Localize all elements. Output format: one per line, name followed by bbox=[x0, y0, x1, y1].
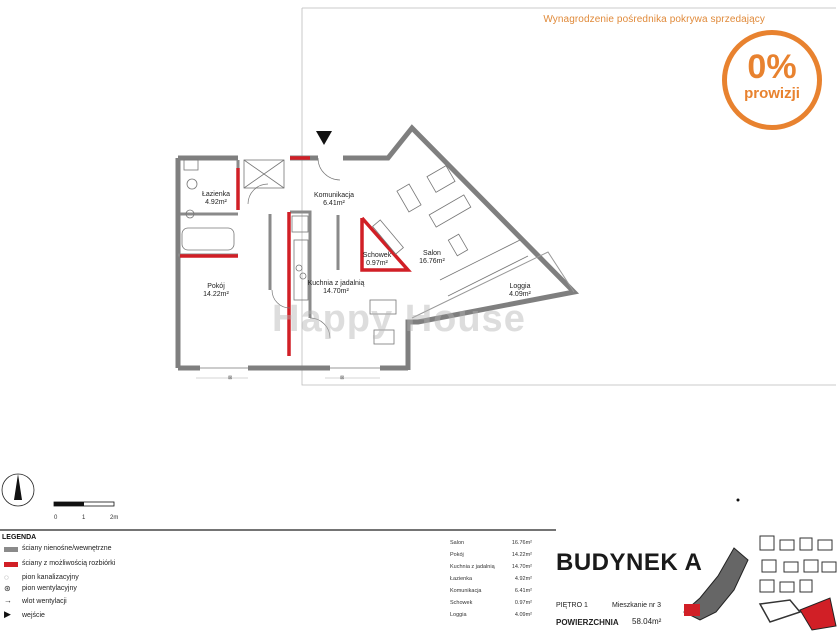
entrance-icon: ▶ bbox=[4, 609, 11, 619]
room-name: Łazienka bbox=[201, 191, 231, 198]
scale-tick-1: 1 bbox=[82, 515, 86, 521]
outer-walls bbox=[175, 124, 580, 371]
watermark: Happy House bbox=[272, 298, 526, 340]
door-swings bbox=[200, 157, 380, 369]
area-name: Łazienka bbox=[450, 576, 473, 582]
legend-item: wejście bbox=[22, 612, 45, 619]
area-name: Salon bbox=[450, 540, 465, 546]
commission-badge: 0% prowizji bbox=[722, 30, 822, 130]
room-hall-label: Komunikacja 6.41m² bbox=[308, 192, 360, 208]
legend-title: LEGENDA bbox=[2, 534, 37, 541]
room-storage-label: Schowek 0.97m² bbox=[362, 252, 392, 268]
badge-value: 0% bbox=[747, 48, 797, 86]
vent-pipe-icon: ⊛ bbox=[4, 584, 11, 593]
area-row: Komunikacja 6.41m² bbox=[450, 588, 532, 600]
area-label: POWIERZCHNIA bbox=[556, 618, 619, 627]
room-bedroom-label: Pokój 14.22m² bbox=[196, 283, 236, 299]
vent-inlet-arrow-icon: → bbox=[4, 596, 12, 605]
entrance-arrow-icon bbox=[316, 131, 332, 145]
area-row: Pokój 14.22m² bbox=[450, 552, 532, 564]
area-table: Salon 16.76m² Pokój 14.22m² Kuchnia z jada… bbox=[450, 540, 532, 624]
room-area: 6.41m² bbox=[323, 200, 345, 207]
room-name: Komunikacja bbox=[313, 192, 355, 199]
promo-text: Wynagrodzenie pośrednika pokrywa sprzeda… bbox=[543, 14, 765, 25]
removable-wall-swatch-icon bbox=[4, 562, 18, 567]
area-value: 16.76m² bbox=[511, 540, 532, 546]
building-mini-map bbox=[683, 498, 837, 631]
bathroom-fixtures bbox=[181, 159, 285, 251]
room-area: 16.76m² bbox=[419, 258, 445, 265]
room-area: 4.92m² bbox=[205, 199, 227, 206]
drain-pipe-icon: ◌ bbox=[4, 573, 9, 582]
area-value: 6.41m² bbox=[514, 588, 532, 594]
badge-label: prowizji bbox=[744, 85, 800, 102]
kitchen-fixtures bbox=[291, 215, 397, 345]
legend-item: ściany nienośne/wewnętrzne bbox=[22, 545, 112, 552]
area-row: Schowek 0.97m² bbox=[450, 600, 532, 612]
area-row: Salon 16.76m² bbox=[450, 540, 532, 552]
legend-item: pion kanalizacyjny bbox=[22, 574, 79, 581]
room-name: Salon bbox=[423, 250, 441, 257]
scale-tick-2: 2m bbox=[110, 515, 119, 521]
legend-item: pion wentylacyjny bbox=[22, 585, 77, 592]
removable-walls bbox=[180, 156, 412, 356]
legend-item: ściany z możliwością rozbiórki bbox=[22, 560, 116, 567]
area-name: Komunikacja bbox=[450, 588, 482, 594]
area-name: Kuchnia z jadalnią bbox=[450, 564, 495, 570]
building-name: BUDYNEK A bbox=[556, 549, 703, 576]
room-name: Kuchnia z jadalnią bbox=[307, 280, 365, 287]
room-kitchen-label: Kuchnia z jadalnią 14.70m² bbox=[306, 280, 366, 296]
scale-tick-0: 0 bbox=[54, 515, 58, 521]
room-area: 4.09m² bbox=[509, 291, 531, 298]
area-row: Kuchnia z jadalnią 14.70m² bbox=[450, 564, 532, 576]
room-loggia-label: Loggia 4.09m² bbox=[502, 283, 538, 299]
room-area: 14.70m² bbox=[323, 288, 349, 295]
area-value: 4.92m² bbox=[514, 576, 532, 582]
room-name: Loggia bbox=[509, 283, 531, 290]
svg-text:⊠: ⊠ bbox=[228, 375, 232, 381]
room-bathroom-label: Łazienka 4.92m² bbox=[196, 191, 236, 207]
area-value: 14.22m² bbox=[511, 552, 532, 558]
svg-text:⊠: ⊠ bbox=[340, 375, 344, 381]
wall-swatch-icon bbox=[4, 547, 18, 552]
room-area: 14.22m² bbox=[203, 291, 229, 298]
legend-item: wlot wentylacji bbox=[22, 598, 67, 605]
area-value: 4.09m² bbox=[514, 612, 532, 618]
room-area: 0.97m² bbox=[366, 260, 388, 267]
room-living-label: Salon 16.76m² bbox=[414, 250, 450, 266]
area-name: Schowek bbox=[450, 600, 473, 606]
compass-icon bbox=[1, 473, 35, 507]
salon-furniture bbox=[372, 165, 529, 297]
room-name: Pokój bbox=[207, 283, 225, 290]
area-value: 14.70m² bbox=[511, 564, 532, 570]
plot-outline bbox=[301, 7, 836, 386]
area-name: Loggia bbox=[450, 612, 467, 618]
floor-label: PIĘTRO 1 bbox=[556, 602, 588, 609]
area-name: Pokój bbox=[450, 552, 464, 558]
area-row: Loggia 4.09m² bbox=[450, 612, 532, 624]
apartment-label: Mieszkanie nr 3 bbox=[612, 602, 662, 609]
area-row: Łazienka 4.92m² bbox=[450, 576, 532, 588]
room-name: Schowek bbox=[362, 252, 392, 259]
area-value: 0.97m² bbox=[514, 600, 532, 606]
total-area-value: 58.04m² bbox=[632, 617, 662, 626]
scale-bar bbox=[53, 501, 115, 507]
